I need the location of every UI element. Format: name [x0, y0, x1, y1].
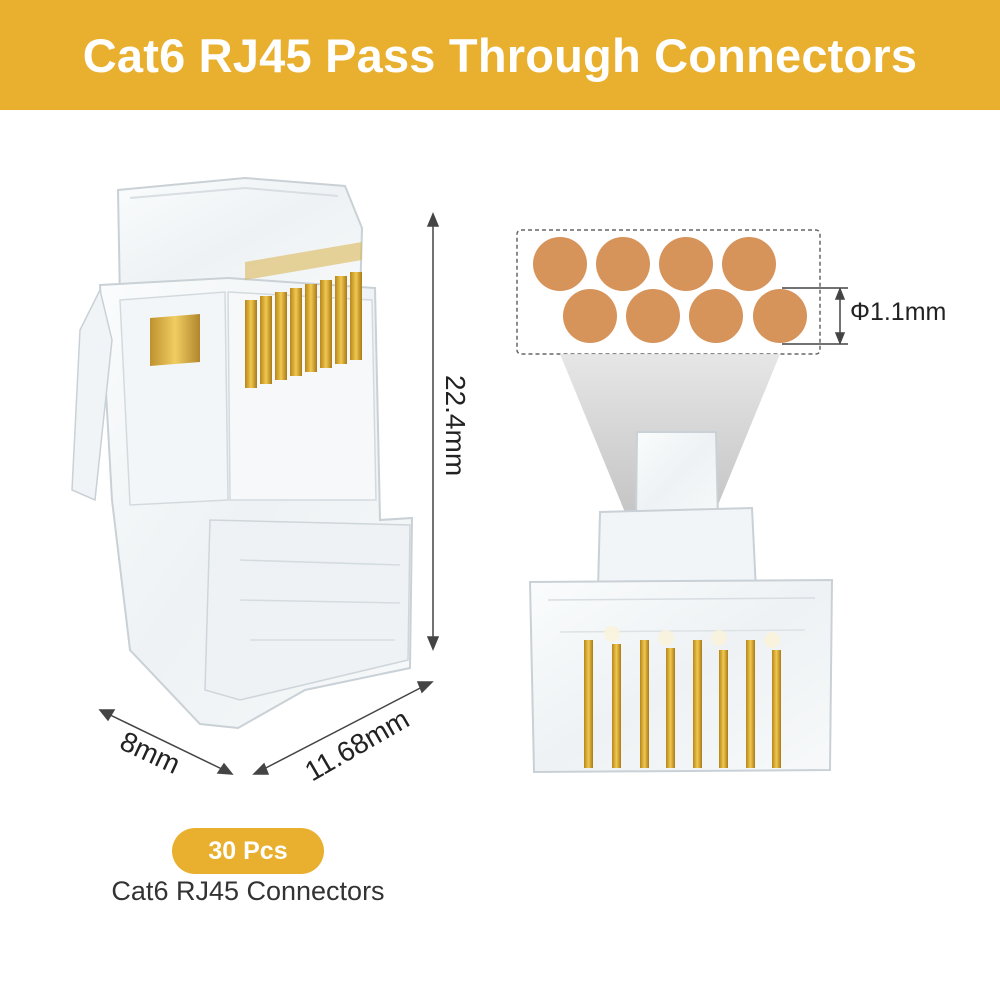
pin-circle [689, 289, 743, 343]
title-banner: Cat6 RJ45 Pass Through Connectors [0, 0, 1000, 110]
pin-circle [659, 237, 713, 291]
height-label: 22.4mm [440, 375, 471, 476]
depth-label: 11.68mm [300, 703, 415, 787]
pin-circle [626, 289, 680, 343]
product-caption: Cat6 RJ45 Connectors [111, 876, 385, 906]
pin-circle [753, 289, 807, 343]
right-connector-image [528, 431, 834, 774]
height-dimension-line [426, 212, 440, 651]
width-label: 8mm [115, 725, 185, 779]
pin-diameter-marker [782, 286, 848, 346]
quantity-badge: 30 Pcs [172, 828, 324, 874]
pin-circle [563, 289, 617, 343]
pin-circle [722, 237, 776, 291]
pin-diagram [516, 229, 821, 355]
depth-dimension-line [252, 681, 434, 775]
width-dimension-line [98, 709, 234, 775]
right-gold-contacts [584, 640, 781, 768]
banner-title: Cat6 RJ45 Pass Through Connectors [82, 28, 918, 82]
quantity-badge-label: 30 Pcs [208, 836, 288, 865]
left-gold-contacts [150, 242, 362, 388]
left-connector-image [71, 176, 414, 730]
pin-circle [533, 237, 587, 291]
pin-diameter-label: Φ1.1mm [850, 298, 947, 326]
pin-circle [596, 237, 650, 291]
